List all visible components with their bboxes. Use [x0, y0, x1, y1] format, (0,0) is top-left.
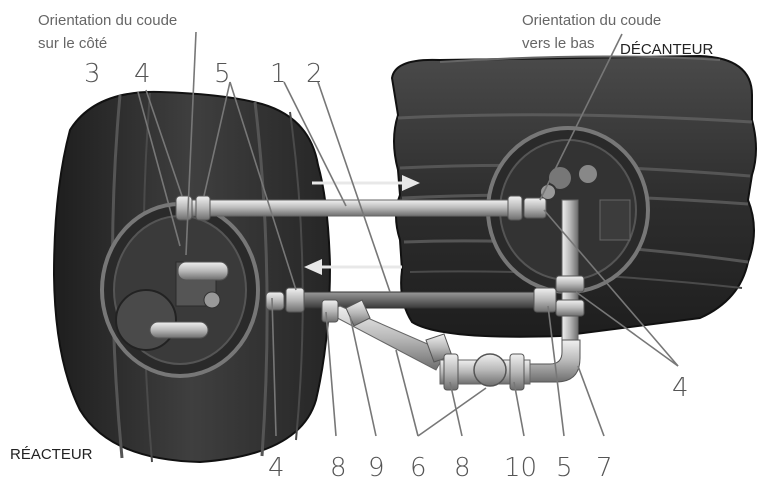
callout-bottom-7: 5 [556, 453, 573, 483]
callout-bottom-6: 10 [504, 453, 537, 483]
flow-arrows [304, 175, 420, 275]
callout-top-5: 2 [306, 59, 323, 89]
pipe-bottom [439, 353, 531, 391]
caption-elbow-side-line1: Orientation du coude [38, 12, 177, 29]
callout-bottom-3: 9 [368, 453, 385, 483]
caption-elbow-down-line2: vers le bas [522, 35, 595, 52]
callout-top-3: 5 [214, 59, 231, 89]
pipe-2 [265, 287, 557, 313]
callout-bottom-2: 8 [330, 453, 347, 483]
pipe-1 [175, 195, 547, 221]
callout-right: 4 [672, 373, 689, 403]
callout-bottom-1: 4 [268, 453, 285, 483]
reactor-tank [52, 90, 332, 464]
caption-elbow-side-line2: sur le côté [38, 35, 107, 52]
callout-bottom-4: 6 [410, 453, 427, 483]
callout-top-4: 1 [270, 59, 287, 89]
pipe-9 [321, 299, 453, 371]
callout-bottom-8: 7 [596, 453, 613, 483]
reactor-label: RÉACTEUR [10, 446, 93, 463]
leader-lines [137, 31, 679, 437]
callout-top-1: 3 [84, 59, 101, 89]
callout-bottom-5: 8 [454, 453, 471, 483]
callout-top-2: 4 [134, 59, 151, 89]
settler-tank [390, 54, 757, 338]
settler-label: DÉCANTEUR [620, 41, 714, 58]
caption-elbow-down-line1: Orientation du coude [522, 12, 661, 29]
